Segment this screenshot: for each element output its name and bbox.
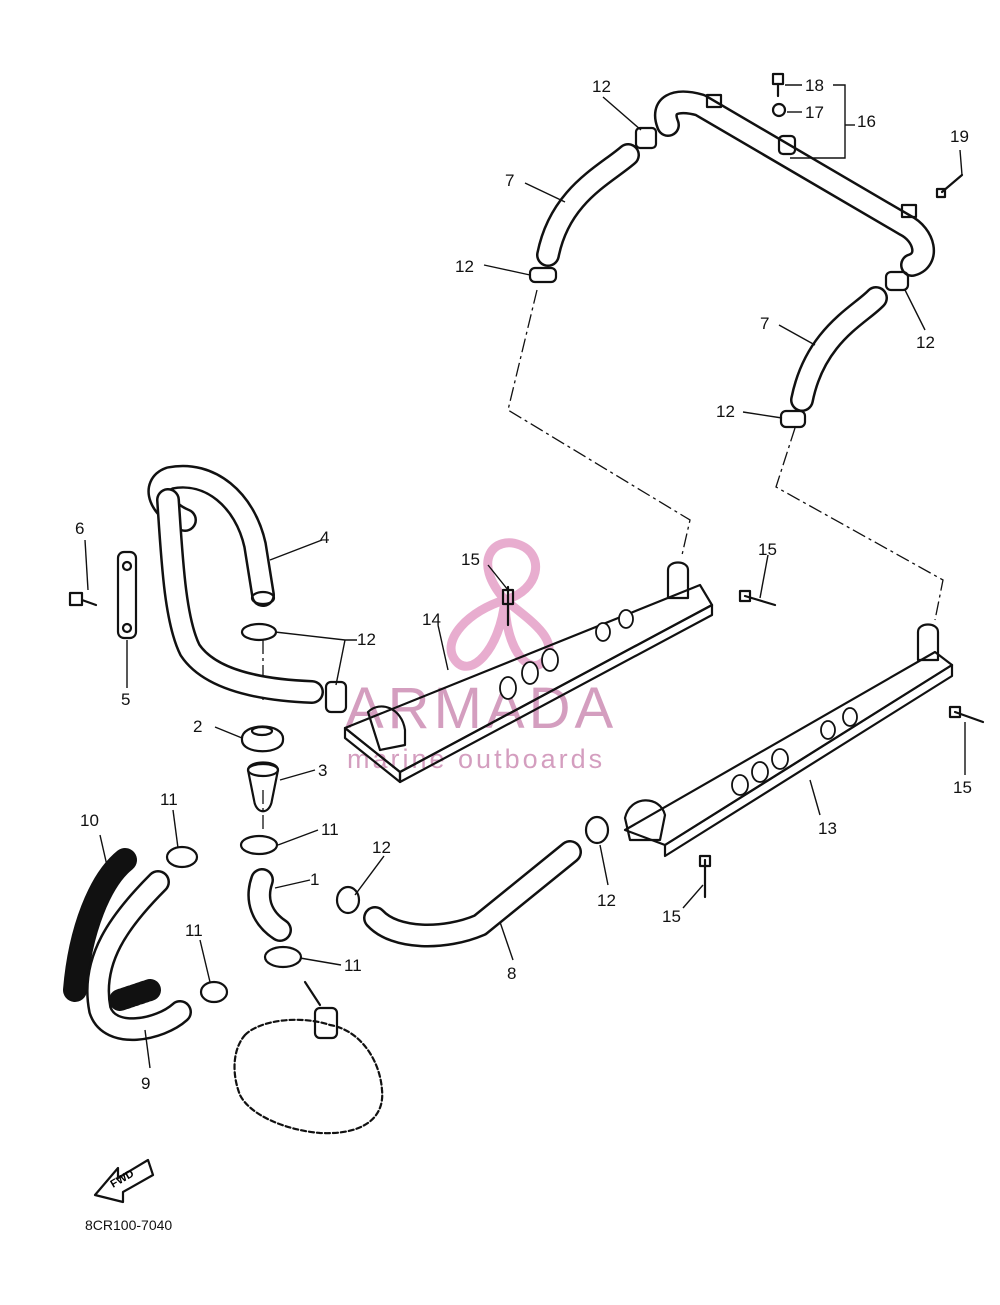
bracket-5 — [116, 550, 138, 640]
bolt-18 — [771, 72, 785, 98]
callout-5: 5 — [121, 690, 130, 709]
callout-1: 1 — [310, 870, 319, 889]
callout-17: 17 — [805, 103, 824, 122]
callout-12c: 12 — [916, 333, 935, 352]
hose-9 — [86, 870, 192, 1042]
callout-11b: 11 — [160, 790, 178, 809]
callout-15d: 15 — [953, 778, 972, 797]
callout-10: 10 — [80, 811, 99, 830]
bolt-19 — [935, 173, 964, 199]
callout-8: 8 — [507, 964, 516, 983]
callout-11a: 11 — [321, 820, 339, 839]
callout-12f: 12 — [372, 838, 391, 857]
manifold-13 — [623, 623, 954, 858]
callout-12d: 12 — [716, 402, 735, 421]
fwd-arrow-icon: FWD — [93, 1158, 155, 1204]
callout-16: 16 — [857, 112, 876, 131]
bolt-6 — [68, 591, 98, 607]
manifold-14 — [343, 561, 714, 784]
callout-12b: 12 — [455, 257, 474, 276]
clamp-12-group-upper — [528, 126, 910, 429]
watermark-brand: ARMADA — [345, 676, 617, 741]
clamp-11-group — [165, 834, 303, 1004]
callout-11d: 11 — [344, 956, 362, 975]
callout-14: 14 — [422, 610, 441, 629]
callout-18: 18 — [805, 76, 824, 95]
callout-7b: 7 — [760, 314, 769, 333]
leader-lines — [84, 84, 966, 1069]
callout-9: 9 — [141, 1074, 150, 1093]
callout-12a: 12 — [592, 77, 611, 96]
hose-1 — [247, 868, 292, 942]
hose-10 — [63, 848, 137, 1002]
callout-4: 4 — [320, 528, 329, 547]
callout-13: 13 — [818, 819, 837, 838]
hose-4 — [147, 464, 324, 704]
callout-12e: 12 — [357, 630, 376, 649]
drawing-code: 8CR100-7040 — [85, 1217, 172, 1233]
callout-15c: 15 — [758, 540, 777, 559]
callout-15a: 15 — [662, 907, 681, 926]
thermostat-cover-2 — [240, 725, 285, 753]
clamp-12-group-lower — [335, 815, 610, 915]
cross-pipe-assembly — [653, 90, 936, 277]
hose-7-left — [536, 143, 640, 267]
hose-7-right — [790, 286, 888, 412]
washer-17 — [771, 102, 787, 118]
callout-6: 6 — [75, 519, 84, 538]
hose-8 — [363, 840, 582, 948]
callout-15b: 15 — [461, 550, 480, 569]
callout-3: 3 — [318, 761, 327, 780]
callout-2: 2 — [193, 717, 202, 736]
callout-7a: 7 — [505, 171, 514, 190]
callout-19: 19 — [950, 127, 969, 146]
callout-11c: 11 — [185, 921, 203, 940]
callout-labels: 12 7 12 18 17 16 19 12 7 12 4 6 5 12 2 3… — [75, 76, 972, 1093]
callout-12g: 12 — [597, 891, 616, 910]
pump-housing — [233, 980, 384, 1135]
thermostat-3 — [246, 761, 280, 813]
